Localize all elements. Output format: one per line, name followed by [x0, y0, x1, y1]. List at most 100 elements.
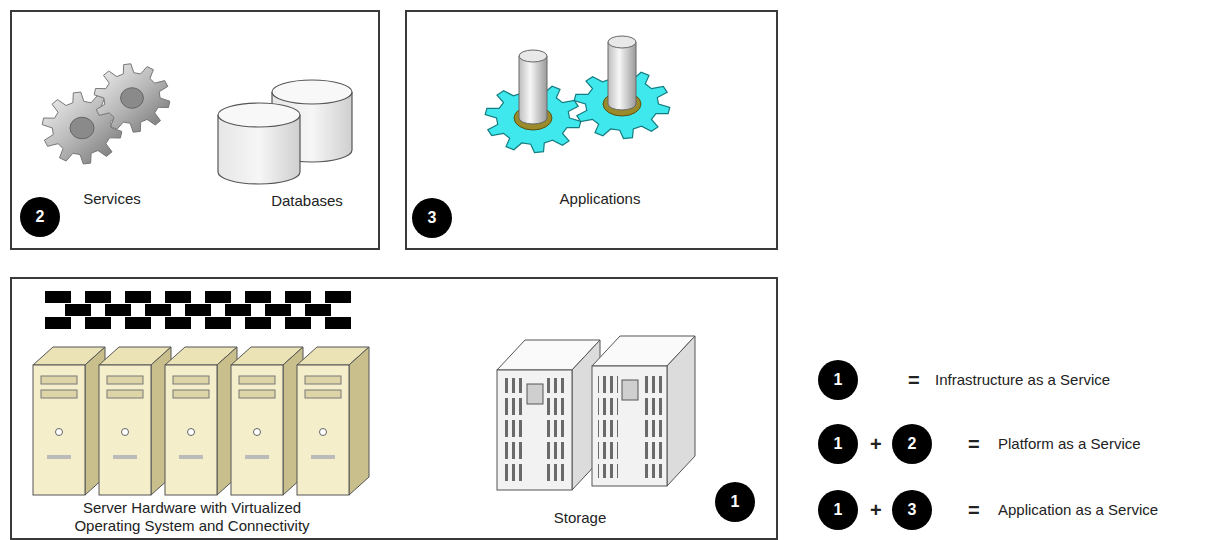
cabinet-vents — [547, 378, 567, 482]
cabinet-panel — [622, 380, 638, 400]
power-button — [188, 429, 195, 436]
callout-circle: 2 — [892, 424, 932, 464]
network-block — [45, 291, 71, 303]
operator-sign: = — [908, 371, 920, 389]
service-model-label: Infrastructure as a Service — [935, 371, 1110, 389]
callout-number: 1 — [834, 371, 843, 389]
application-gears — [485, 36, 670, 153]
network-block — [45, 317, 71, 329]
callout-number: 1 — [834, 435, 843, 453]
gear-hub — [121, 88, 144, 109]
operator-sign: = — [968, 435, 980, 453]
network-block — [125, 291, 151, 303]
vent — [113, 455, 137, 459]
service-model-label: Application as a Service — [998, 501, 1158, 519]
network-block — [65, 304, 91, 316]
network-block — [305, 304, 331, 316]
drive-bay — [173, 390, 209, 398]
network-block — [85, 291, 111, 303]
network-block — [285, 291, 311, 303]
operator-sign: + — [870, 501, 882, 519]
cabinet-side — [667, 336, 695, 486]
network-block — [125, 317, 151, 329]
network-block — [185, 304, 211, 316]
network-block — [245, 291, 271, 303]
network-block — [265, 304, 291, 316]
server-front — [297, 365, 349, 495]
cabinet-front — [592, 366, 667, 486]
panel-label: Applications — [490, 190, 710, 208]
vent — [311, 455, 335, 459]
vent — [47, 455, 71, 459]
vent — [179, 455, 203, 459]
server-towers — [33, 347, 369, 495]
drive-bay — [41, 390, 77, 398]
server-front — [231, 365, 283, 495]
drive-bay — [239, 390, 275, 398]
tier-panel: Applications 3 — [405, 10, 778, 250]
gear-hub — [70, 117, 94, 139]
network-block — [205, 317, 231, 329]
drive-bay — [305, 376, 341, 384]
cylinder — [519, 56, 547, 124]
power-button — [122, 429, 129, 436]
network-block — [225, 304, 251, 316]
cabinet-panel — [527, 384, 543, 404]
drive-bay — [41, 376, 77, 384]
callout-number: 2 — [36, 208, 45, 226]
operator-sign: = — [968, 501, 980, 519]
services-gears — [42, 64, 170, 164]
cylinder-top — [519, 50, 547, 62]
cabinet-vents — [503, 378, 523, 482]
cylinder-top — [608, 36, 636, 48]
drive-bay — [173, 376, 209, 384]
network-block — [245, 317, 271, 329]
callout-number: 2 — [908, 435, 917, 453]
server-front — [165, 365, 217, 495]
drive-bay — [239, 376, 275, 384]
cabinet-front — [497, 370, 572, 490]
service-model-label: Platform as a Service — [998, 435, 1141, 453]
callout-number: 3 — [908, 501, 917, 519]
network-block — [325, 317, 351, 329]
network-band — [45, 291, 351, 329]
callout-number: 1 — [834, 501, 843, 519]
network-block — [85, 317, 111, 329]
cabinet-vents — [642, 374, 662, 478]
server-front — [33, 365, 85, 495]
drive-bay — [107, 390, 143, 398]
gear — [94, 64, 170, 132]
callout-number: 1 — [731, 493, 740, 511]
tier-panel: Server Hardware with Virtualized Operati… — [10, 277, 778, 540]
power-button — [320, 429, 327, 436]
network-block — [105, 304, 131, 316]
server-front — [99, 365, 151, 495]
network-block — [165, 291, 191, 303]
vent — [245, 455, 269, 459]
network-block — [145, 304, 171, 316]
power-button — [56, 429, 63, 436]
callout-circle: 3 — [892, 490, 932, 530]
operator-sign: + — [870, 435, 882, 453]
power-button — [254, 429, 261, 436]
network-block — [205, 291, 231, 303]
cylinder — [608, 42, 636, 110]
callout-circle: 2 — [20, 197, 60, 237]
callout-circle: 1 — [818, 490, 858, 530]
cabinet-vents — [598, 374, 618, 478]
tier-panel: ServicesDatabases2 — [10, 10, 380, 250]
panel-label: Server Hardware with Virtualized Operati… — [52, 499, 332, 535]
callout-circle: 1 — [818, 424, 858, 464]
panel-label: Databases — [207, 192, 407, 210]
callout-circle: 1 — [715, 482, 755, 522]
storage-cabinets — [497, 336, 695, 490]
network-block — [325, 291, 351, 303]
drive-bay — [305, 390, 341, 398]
network-block — [285, 317, 311, 329]
callout-circle: 1 — [818, 360, 858, 400]
server-side — [349, 347, 369, 495]
drive-bay — [107, 376, 143, 384]
callout-circle: 3 — [412, 198, 452, 238]
network-block — [165, 317, 191, 329]
